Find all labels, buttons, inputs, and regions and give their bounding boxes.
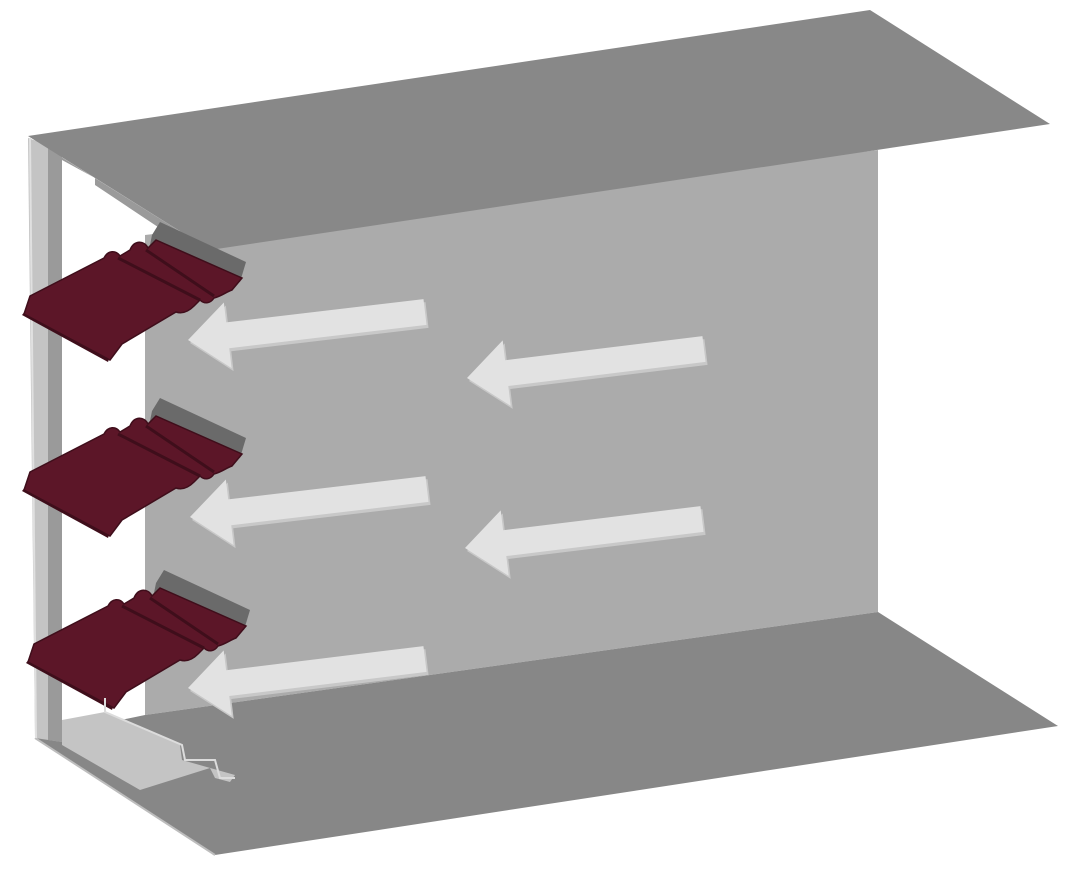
airflow-arrow xyxy=(467,336,706,406)
airflow-arrows xyxy=(188,299,708,719)
blade-rib xyxy=(149,596,219,646)
blade-face xyxy=(23,239,244,361)
airflow-arrow xyxy=(465,506,704,576)
bottom-plate-edge xyxy=(34,737,216,856)
blade-rib xyxy=(117,256,201,302)
airflow-arrow xyxy=(190,476,429,546)
blade-face xyxy=(27,587,248,709)
bottom-plate xyxy=(35,612,1058,855)
blade-rib xyxy=(145,424,215,474)
airflow-arrow xyxy=(188,299,427,369)
back-wall xyxy=(145,150,878,715)
blade-face xyxy=(23,415,244,537)
blade-back-plate xyxy=(150,398,246,458)
left-frame-edge xyxy=(29,137,37,739)
louvre-blade xyxy=(26,570,250,710)
louvre-blade xyxy=(22,222,246,362)
channel-body xyxy=(62,712,235,790)
top-plate xyxy=(28,10,1050,250)
blade-rib xyxy=(121,604,205,650)
blade-rib xyxy=(117,432,201,478)
blade-back-plate xyxy=(150,222,246,282)
bottom-channel-profile xyxy=(62,698,235,790)
blade-back-plate xyxy=(154,570,250,630)
louvre-blade xyxy=(22,398,246,538)
airflow-arrow xyxy=(188,646,427,716)
channel-outline xyxy=(104,698,235,779)
blade-rib xyxy=(145,248,215,298)
louvre-blades xyxy=(22,222,250,710)
